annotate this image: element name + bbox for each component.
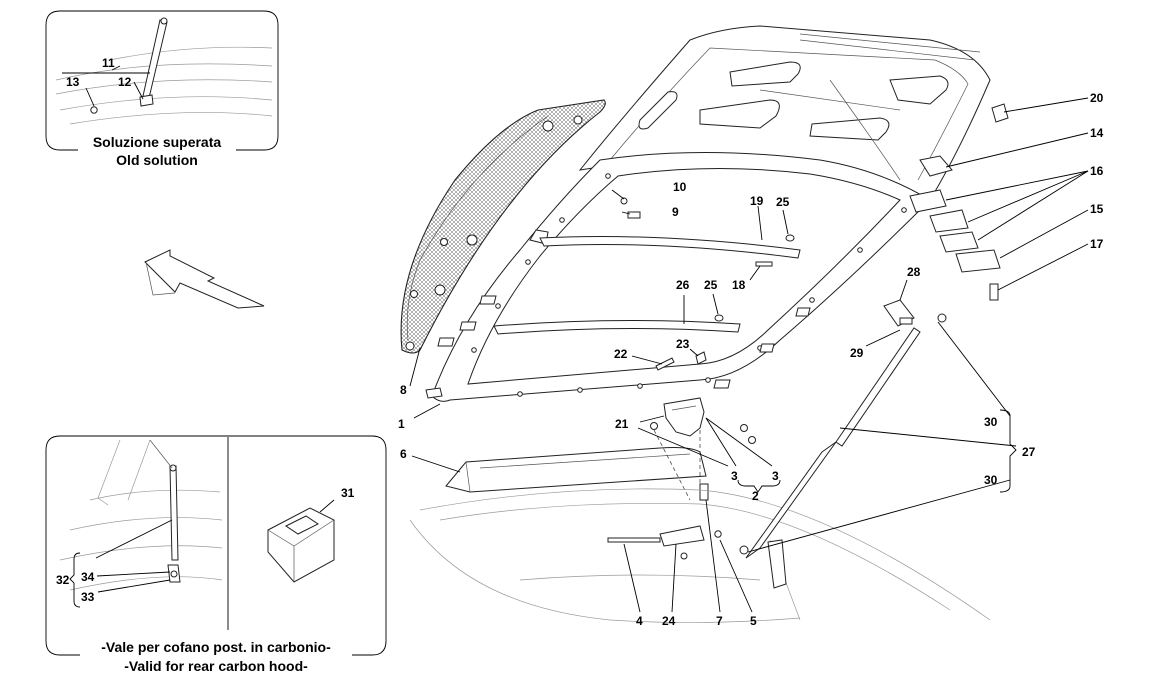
label-14: 14: [1090, 126, 1104, 140]
screw-7: [699, 483, 709, 501]
label-25b: 25: [704, 278, 718, 292]
label-23: 23: [676, 337, 690, 351]
label-6: 6: [400, 447, 407, 461]
label-30a: 30: [984, 415, 998, 429]
label-3a: 3: [731, 469, 738, 483]
caption-carbon-en: -Valid for rear carbon hood-: [124, 658, 308, 674]
gas-strut-27: [739, 299, 947, 559]
caption-old-en: Old solution: [116, 152, 198, 168]
label-26: 26: [676, 278, 690, 292]
label-16: 16: [1090, 164, 1104, 178]
label-15: 15: [1090, 202, 1104, 216]
label-1: 1: [398, 417, 405, 431]
nut-old: [90, 106, 98, 114]
pin-23: [695, 351, 707, 365]
label-28: 28: [907, 265, 921, 279]
hood-lock-21: [663, 397, 705, 437]
label-4: 4: [636, 614, 643, 628]
label-5: 5: [750, 614, 757, 628]
inset-old-solution: 11 12 13 Soluzione superata Old solution: [45, 10, 279, 168]
label-24: 24: [662, 614, 676, 628]
carbon-cover-31: [267, 507, 335, 583]
direction-arrow-icon: [144, 249, 265, 309]
crossmember-26: [493, 319, 741, 335]
label-32: 32: [56, 573, 70, 587]
inset-old-solution-frame: [45, 10, 279, 151]
label-29: 29: [850, 346, 864, 360]
strut-bracket-old: [139, 94, 154, 107]
label-22: 22: [614, 347, 628, 361]
label-2: 2: [752, 489, 759, 503]
car-body-outline: [409, 488, 991, 623]
screw-9: [627, 211, 641, 219]
label-9: 9: [672, 205, 679, 219]
label-27: 27: [1022, 445, 1036, 459]
label-21: 21: [615, 417, 629, 431]
crossmember-19: [539, 236, 801, 259]
label-3b: 3: [772, 469, 779, 483]
leader-lines: [409, 97, 1089, 613]
label-10: 10: [673, 180, 687, 194]
label-18: 18: [732, 278, 746, 292]
mesh-grille-8: [400, 99, 606, 354]
hinge-assembly: [909, 103, 1009, 301]
inner-frame-1: [425, 152, 931, 402]
inset-carbon-frame: [45, 435, 387, 656]
cap-25a: [785, 234, 795, 242]
gas-strut-carbon: [169, 465, 179, 561]
label-34: 34: [81, 570, 95, 584]
striker-24: [659, 525, 705, 547]
washer-5: [714, 530, 722, 538]
screw-18: [755, 261, 773, 267]
label-31: 31: [341, 486, 355, 500]
lower-rail-6: [445, 447, 707, 493]
label-8: 8: [400, 383, 407, 397]
label-33: 33: [81, 590, 95, 604]
label-20: 20: [1090, 91, 1104, 105]
part-labels: 1 2 3 3 3 4 5 6 7 8 9 10 14 15 16 17 18 …: [398, 91, 1104, 628]
label-13: 13: [66, 75, 80, 89]
washer-10: [620, 197, 628, 205]
inset-carbon-hood: 32 34 33 31 -Vale per cofano post. in ca…: [45, 435, 387, 674]
label-25a: 25: [776, 195, 790, 209]
caption-carbon-it: -Vale per cofano post. in carbonio-: [101, 639, 331, 655]
pin-22: [655, 357, 675, 371]
label-19: 19: [750, 194, 764, 208]
caption-old-it: Soluzione superata: [93, 134, 222, 150]
bolt-4: [607, 537, 661, 543]
label-12: 12: [118, 75, 132, 89]
label-7: 7: [716, 614, 723, 628]
label-17: 17: [1090, 237, 1104, 251]
cap-25b: [714, 314, 724, 322]
gas-strut-old: [142, 19, 168, 99]
label-11: 11: [102, 56, 115, 70]
label-30b: 30: [984, 473, 998, 487]
